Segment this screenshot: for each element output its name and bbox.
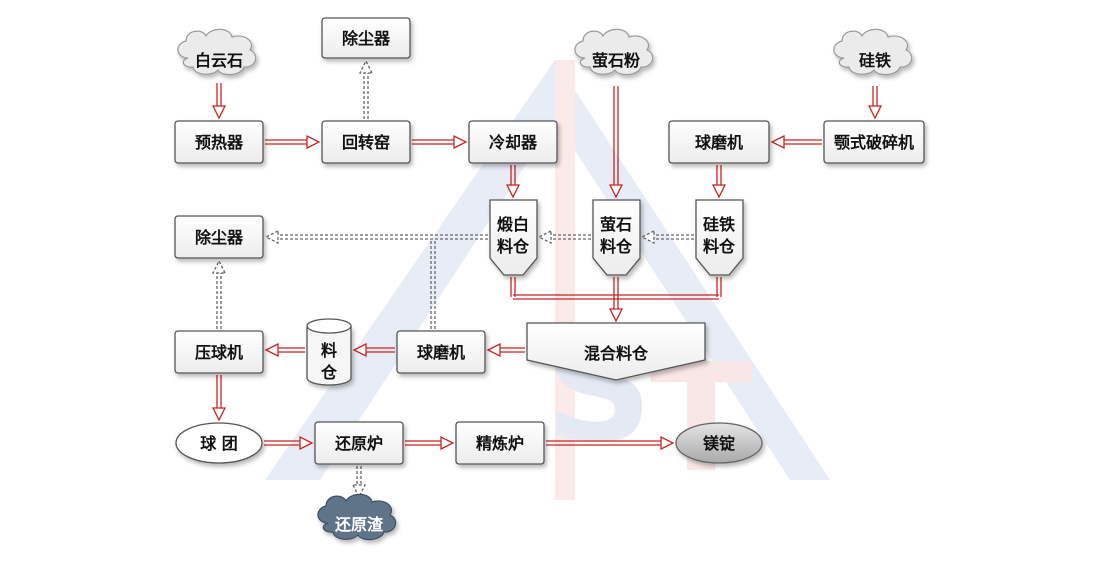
arrow-mill-to-silo	[352, 342, 395, 358]
jaw-crusher-label: 颚式破碎机	[834, 133, 914, 152]
line-mill-to-dust-vertical	[430, 239, 436, 329]
cloud-slag-label: 还原渣	[334, 515, 384, 534]
arrow-briquetting-to-pellets	[211, 375, 227, 422]
box-reduction-furnace: 还原炉	[314, 421, 404, 465]
rotary-kiln-label: 回转窑	[342, 133, 390, 152]
silo-label-1: 料	[321, 341, 337, 360]
arrow-calcined-bin-to-dust	[264, 229, 488, 245]
arrow-cooler-to-bin	[505, 165, 521, 199]
cloud-dolomite: 白云石	[177, 28, 257, 76]
refining-furnace-label: 精炼炉	[476, 434, 524, 453]
arrow-dolomite-to-preheater	[211, 83, 227, 120]
cloud-ferrosilicon: 硅铁	[833, 28, 913, 76]
line-calcined-bin-down	[510, 277, 616, 300]
bin-ferrosilicon: 硅铁 料仓	[695, 199, 744, 276]
cloud-slag: 还原渣	[317, 493, 397, 541]
silo-label-2: 仓	[320, 363, 338, 382]
cloud-ferrosilicon-label: 硅铁	[859, 51, 891, 70]
cooler-label: 冷却器	[489, 133, 538, 152]
cloud-fluorite-powder: 萤石粉	[574, 28, 654, 76]
box-preheater: 预热器	[174, 120, 264, 164]
calcined-bin-label-1: 煅白	[497, 215, 529, 234]
box-rotary-kiln: 回转窑	[321, 120, 411, 164]
ball-mill-top-label: 球磨机	[695, 133, 743, 152]
box-ball-mill-mid: 球磨机	[396, 330, 486, 374]
fesi-bin-label-2: 料仓	[703, 237, 736, 256]
cloud-fluorite-powder-label: 萤石粉	[592, 51, 640, 70]
reduction-furnace-label: 还原炉	[334, 434, 383, 453]
calcined-bin-label-2: 料仓	[497, 237, 530, 256]
silo-cylinder: 料 仓	[306, 318, 352, 386]
ellipse-pellets: 球 团	[175, 422, 263, 464]
arrow-crusher-to-mill	[770, 134, 822, 150]
arrow-fesi-bin-to-fluorite-bin	[640, 229, 694, 245]
bin-calcined-dolomite: 煅白 料仓	[489, 199, 538, 276]
arrow-fluorite-bin-to-calcined-bin	[537, 229, 591, 245]
arrow-kiln-to-dust	[358, 59, 374, 119]
arrow-kiln-to-cooler	[412, 134, 468, 150]
bin-mixing: 混合料仓	[526, 322, 706, 381]
fluorite-bin-label-1: 萤石	[600, 215, 632, 234]
arrow-refining-to-ingot	[546, 435, 675, 451]
fluorite-bin-label-2: 料仓	[600, 237, 633, 256]
arrow-reduction-to-slag	[351, 466, 367, 499]
arrow-silo-to-briquetting	[264, 342, 305, 358]
box-dust-collector-mid: 除尘器	[174, 215, 264, 259]
ellipse-magnesium-ingot: 镁锭	[675, 422, 763, 464]
arrow-reduction-to-refining	[405, 435, 455, 451]
pellets-label: 球 团	[200, 434, 238, 453]
box-briquetting-machine: 压球机	[174, 330, 264, 374]
arrow-fluorite-bin-to-mixer	[608, 277, 624, 323]
box-cooler: 冷却器	[468, 120, 558, 164]
mixing-bin-label: 混合料仓	[584, 344, 649, 363]
arrow-mixer-to-mill	[486, 342, 525, 358]
arrow-fesi-to-crusher	[867, 86, 883, 120]
fesi-bin-label-1: 硅铁	[703, 215, 735, 234]
preheater-label: 预热器	[195, 133, 244, 152]
ball-mill-mid-label: 球磨机	[417, 343, 465, 362]
briquetting-label: 压球机	[195, 343, 243, 362]
flow-arrows	[211, 59, 883, 499]
arrow-mill-to-fesi-bin	[711, 165, 727, 199]
box-jaw-crusher: 颚式破碎机	[823, 120, 925, 164]
bin-fluorite: 萤石 料仓	[592, 199, 641, 276]
ingot-label: 镁锭	[703, 434, 735, 453]
arrow-pellets-to-reduction	[264, 435, 314, 451]
dust-collector-top-label: 除尘器	[342, 29, 391, 48]
line-fesi-bin-down	[616, 277, 722, 300]
box-dust-collector-top: 除尘器	[321, 17, 411, 59]
cloud-dolomite-label: 白云石	[195, 51, 243, 70]
box-ball-mill-top: 球磨机	[668, 120, 770, 164]
dust-collector-mid-label: 除尘器	[195, 228, 244, 247]
box-refining-furnace: 精炼炉	[455, 421, 545, 465]
arrow-preheater-to-kiln	[265, 134, 321, 150]
arrow-fluorite-to-bin	[608, 86, 624, 199]
arrow-briquetting-to-dust	[211, 259, 227, 329]
